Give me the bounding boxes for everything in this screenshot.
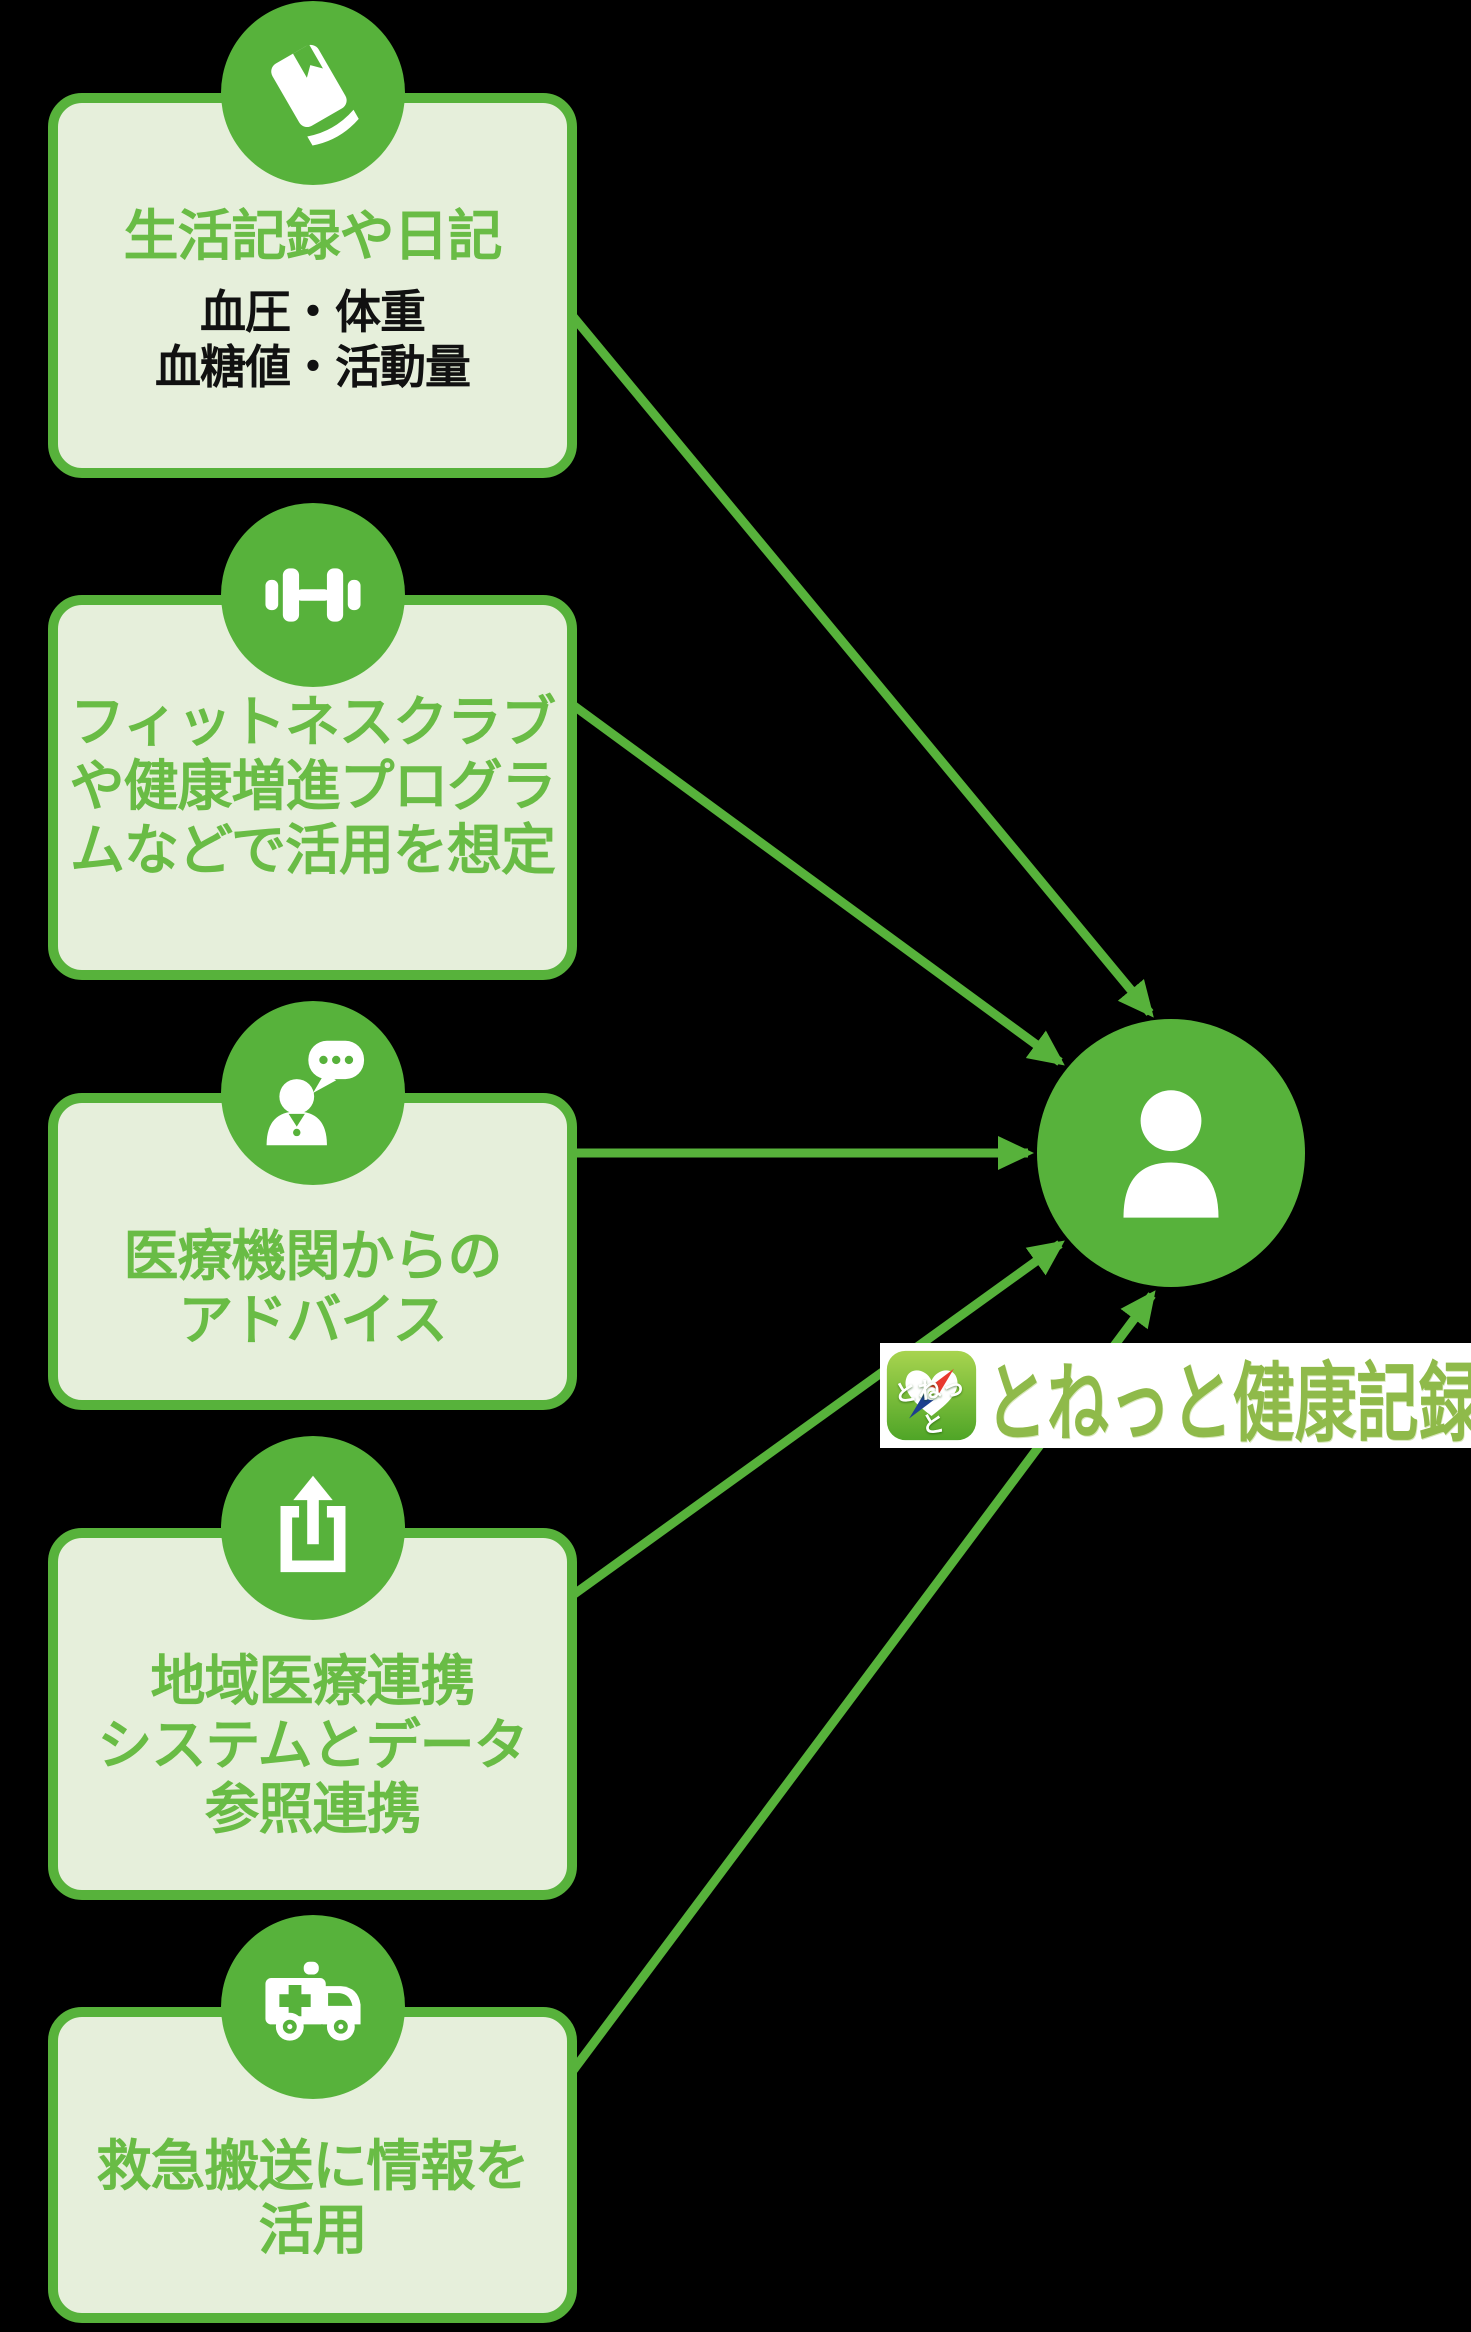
doctor-chat-icon [220,1001,405,1185]
card-title: 生活記録や日記 [58,205,567,269]
card-medical-advice: 医療機関からの アドバイス [48,1001,577,1410]
card-title: 医療機関からの アドバイス [58,1225,567,1353]
logo-title: とねっと健康記録 [985,1356,1471,1452]
card-title-line: 救急搬送に情報を [96,2135,529,2197]
arrow-life-log-to-person [562,305,1154,1018]
card-title-line: システムとデータ [97,1713,528,1776]
card-title-line: 活用 [258,2198,367,2261]
card-title-line: 生活記録や日記 [123,205,502,267]
arrow-regional-to-person [563,1240,1065,1604]
card-title-line: 医療機関からの [123,1225,502,1287]
card-title-line: フィットネスクラブ [70,691,556,753]
card-body: 血圧・体重 血糖値・活動量 [58,285,567,395]
card-title-line: や健康増進プログラ [69,754,556,817]
card-fitness: フィットネスクラブ や健康増進プログラ ムなどで活用を想定 [48,503,577,980]
card-life-log: 生活記録や日記 血圧・体重 血糖値・活動量 [48,1,577,478]
ambulance-icon [220,1915,405,2099]
card-title: 地域医療連携 システムとデータ 参照連携 [58,1650,567,1841]
card-title-line: アドバイス [178,1288,447,1351]
card-title: 救急搬送に情報を 活用 [58,2135,567,2263]
card-body-line: 血圧・体重 [200,285,426,338]
card-title: フィットネスクラブ や健康増進プログラ ムなどで活用を想定 [58,691,567,882]
dumbbell-icon [220,503,405,687]
card-emergency: 救急搬送に情報を 活用 [48,1915,577,2323]
card-title-line: 地域医療連携 [150,1650,475,1712]
tonetto-app-icon: とねっと [885,1349,978,1442]
share-icon [220,1436,405,1620]
arrow-fitness-to-person [563,696,1065,1066]
card-title-line: 参照連携 [204,1777,421,1840]
app-icon-label: とねっと [892,1373,968,1439]
book-icon [220,1,405,185]
card-regional-link: 地域医療連携 システムとデータ 参照連携 [48,1436,577,1900]
person-circle [1037,1019,1305,1287]
card-title-line: ムなどで活用を想定 [70,818,556,881]
tonetto-logo: とねっと とねっと健康記録 [880,1343,1471,1452]
card-body-line: 血糖値・活動量 [155,340,471,393]
person-icon [1123,1090,1219,1218]
